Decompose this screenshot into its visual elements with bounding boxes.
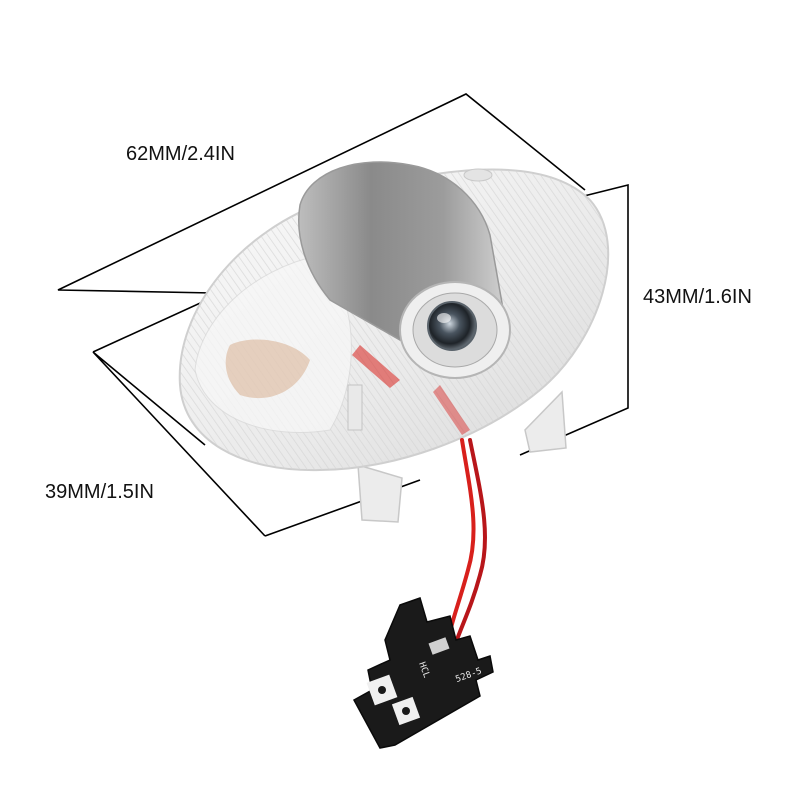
- length-dimension-line: [57, 93, 586, 294]
- mounting-clips: [357, 390, 567, 523]
- lens-icon: [427, 301, 477, 351]
- length-dimension-label: 62MM/2.4IN: [126, 143, 235, 165]
- power-wires: [446, 438, 487, 647]
- lens-barrel: [298, 161, 511, 435]
- height-dimension-label: 43MM/1.6IN: [643, 286, 752, 308]
- width-dimension-label: 39MM/1.5IN: [45, 481, 154, 503]
- pcb-board: HCL 528-5: [352, 597, 494, 749]
